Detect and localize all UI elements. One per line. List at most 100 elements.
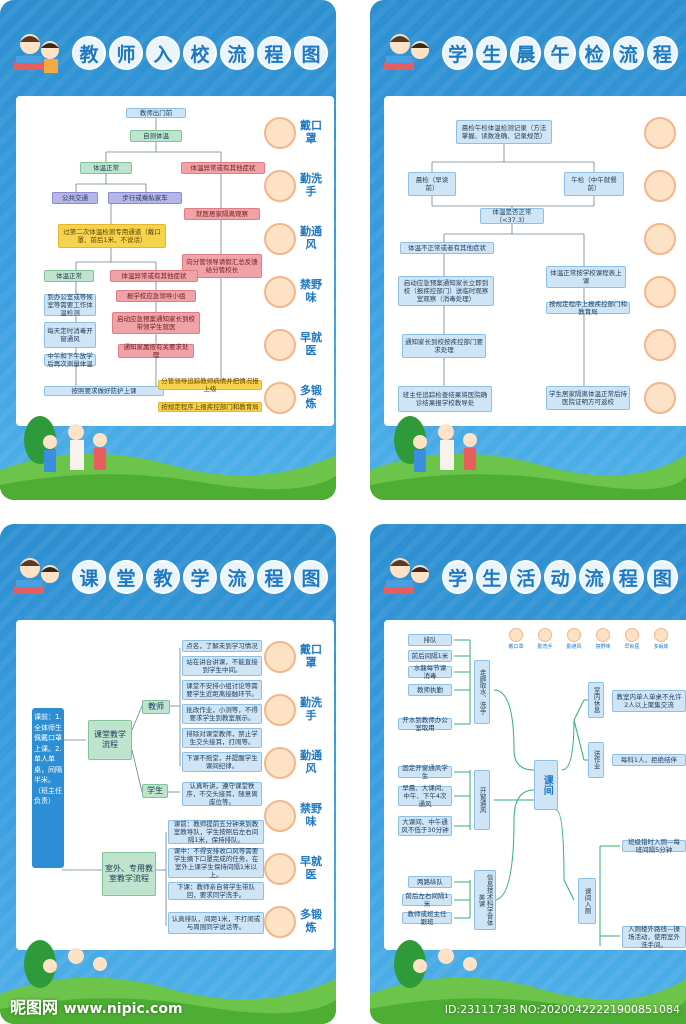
- health-tip: 勤洗手: [264, 159, 328, 212]
- mini-tip-label: 禁野味: [595, 644, 611, 650]
- panel-title: 课 堂 教 学 流 程 图: [72, 560, 328, 600]
- health-tips-list: 戴口罩 勤洗手 勤通风 禁野味 早就医 多锻炼: [264, 106, 328, 424]
- watermark-id: ID:23111738 NO:20200422221900851084: [444, 1003, 680, 1016]
- health-tip: 勤通风: [264, 212, 328, 265]
- node-home-isolation: 就医居家隔离观察: [184, 208, 260, 220]
- title-char: 流: [612, 36, 644, 70]
- cat-special-class: 信息技术科学音体美课: [474, 870, 496, 930]
- water-item: 排队: [408, 634, 452, 646]
- rule-item: 班级错时入厕—每班间隔5分钟: [622, 838, 686, 854]
- window-child-icon: [264, 746, 296, 779]
- node-home-isolation: 学生居家隔离体温正常后持医院证明方可返校: [546, 386, 630, 410]
- health-tip: [644, 371, 682, 424]
- grass-kids-illustration: [370, 416, 686, 500]
- node-emergency-plan: 启动应急预案通知家长到校带领学生就医: [112, 312, 200, 334]
- teacher-item: 批改作业，小测等，不得要求学生到教室展示。: [182, 704, 262, 724]
- node-protect-class: 按照要求做好防护上课: [44, 386, 164, 396]
- doctor-child-icon: [264, 852, 296, 885]
- cat-deliver-homework: 送作业: [588, 742, 604, 778]
- no-wild-game-icon: [264, 799, 296, 832]
- health-tip: [644, 106, 682, 159]
- title-char: 程: [257, 560, 291, 594]
- node-public-transport: 公共交通: [52, 192, 98, 204]
- exercise-child-icon: [264, 381, 296, 414]
- node-temp-abnormal: 体温异常或有其他症状: [181, 162, 265, 174]
- panel-student-activity: 学 生 活 动 流 程 图 戴口罩 勤洗手 勤通风 禁野味 早就医 多锻炼: [370, 524, 686, 1024]
- water-item: 开水到教师办公室取用: [398, 716, 452, 732]
- tip-label: 戴口罩: [300, 642, 322, 669]
- node-noon-check: 午检（中午就餐前）: [564, 172, 624, 196]
- doctor-child-icon: [644, 328, 676, 361]
- node-class-flow: 课堂教学流程: [88, 720, 132, 760]
- node-report-bureau: 按规定程序上报疾控部门和教育局: [546, 300, 630, 316]
- handwash-child-icon: [264, 693, 296, 726]
- teacher-item: 排除对课堂教师，禁止学生交头接耳，打闹等。: [182, 728, 262, 748]
- flowchart-area: 晨检午检体温检测记录（方法掌握、读数准确、记录规范） 晨检（早读前） 午检（中午…: [384, 96, 686, 426]
- node-temp-normal: 体温正常按学校课程表上课: [546, 266, 626, 288]
- panel-title: 教 师 入 校 流 程 图: [72, 36, 328, 76]
- connector-lines: [75, 116, 222, 386]
- teacher-item: 站在讲台讲课，不能直接到学生中间。: [182, 656, 262, 676]
- node-outdoor-flow: 室外、专用教室教学流程: [102, 852, 156, 896]
- rule-item: 入厕楼外路线—操场活动，使用室外洗手间。: [622, 925, 686, 949]
- lineup-item: 教师或班主任跟班: [402, 910, 452, 926]
- precaution-box: 课前：1.全体师生佩戴口罩上课。2.单人单桌，间隔半米。（班主任负责）: [32, 708, 64, 868]
- health-tip: 禁野味: [264, 265, 328, 318]
- mask-child-icon: [264, 116, 296, 149]
- title-char: 生: [476, 560, 508, 594]
- rule-item: 每科1人，拒绝结伴: [612, 754, 686, 766]
- title-char: 检: [578, 36, 610, 70]
- grass-kids-illustration: [0, 416, 336, 500]
- mini-tip: 多锻炼: [649, 628, 673, 650]
- title-char: 动: [544, 560, 576, 594]
- handwash-child-icon: [264, 169, 296, 202]
- health-tip: 戴口罩: [264, 106, 328, 159]
- no-wild-game-icon: [644, 275, 676, 308]
- window-child-icon: [567, 628, 581, 642]
- handwash-child-icon: [644, 169, 676, 202]
- title-char: 流: [578, 560, 610, 594]
- node-temp-question: 体温是否正常（<37.3）: [480, 208, 544, 224]
- node-office-check: 到办公室或等候室等需要工作体温检测: [44, 293, 96, 317]
- node-teacher: 教师: [142, 700, 170, 714]
- connector-lines: [62, 648, 181, 926]
- title-char: 堂: [109, 560, 143, 594]
- tip-label: 勤通风: [300, 224, 322, 251]
- flowchart-area: 课前：1.全体师生佩戴口罩上课。2.单人单桌，间隔半米。（班主任负责） 课堂教学…: [16, 620, 334, 950]
- node-emergency-group: 报学校应急领导小组: [116, 290, 196, 302]
- grass-kids-illustration: [0, 940, 336, 1024]
- title-char: 师: [109, 36, 143, 70]
- rule-item: 教室内单人单桌不允许2人以上聚集交流: [612, 690, 686, 712]
- lineup-item: 两路纵队: [408, 876, 452, 888]
- tip-label: 戴口罩: [300, 118, 322, 145]
- mini-tips-row: 戴口罩 勤洗手 勤通风 禁野味 早就医 多锻炼: [504, 628, 673, 650]
- outdoor-item: 下课：教师亲自将学生带队回，要求同学洗手。: [168, 882, 264, 900]
- node-track-illness: 分管领导追踪教师病情并把情况报上级: [158, 377, 262, 393]
- cat-water-wash: 走廊取水、洗手: [474, 660, 490, 724]
- node-self-temp: 自测体温: [130, 130, 182, 142]
- panel-title: 学 生 活 动 流 程 图: [442, 560, 678, 600]
- window-child-icon: [264, 222, 296, 255]
- node-emergency-plan: 启动应急预案通知家长立即到校（报疾控部门）送临时观察室观察（消毒处理）: [398, 276, 494, 306]
- connector-lines: [431, 144, 595, 386]
- lineup-item: 前后左右间隔1米: [402, 892, 452, 908]
- node-report-leader: 向分管领导请假汇总反馈给分管校长: [182, 254, 262, 278]
- panel-teacher-entry: 教 师 入 校 流 程 图 教师出门前 自: [0, 0, 336, 500]
- tip-label: 多锻炼: [300, 383, 322, 410]
- tip-label: 勤洗手: [300, 171, 322, 198]
- node-temp-normal-2: 体温正常: [44, 270, 94, 282]
- tip-label: 勤通风: [300, 748, 322, 775]
- no-wild-game-icon: [596, 628, 610, 642]
- kids-reading-icon: [384, 34, 429, 70]
- health-tip: 早就医: [264, 842, 328, 895]
- outdoor-item: 课前：教师提前五分钟来到教室教导队，学生按照后左右间隔1米，保持排队。: [168, 820, 264, 844]
- mini-tip: 勤洗手: [533, 628, 557, 650]
- node-student: 学生: [142, 784, 168, 798]
- mini-tip-label: 勤通风: [566, 644, 582, 650]
- title-char: 程: [612, 560, 644, 594]
- health-tip: 多锻炼: [264, 895, 328, 948]
- mini-tip-label: 早就医: [624, 644, 640, 650]
- node-morning-check: 晨检（早读前）: [408, 172, 456, 196]
- kids-reading-icon: [14, 558, 59, 594]
- title-char: 学: [183, 560, 217, 594]
